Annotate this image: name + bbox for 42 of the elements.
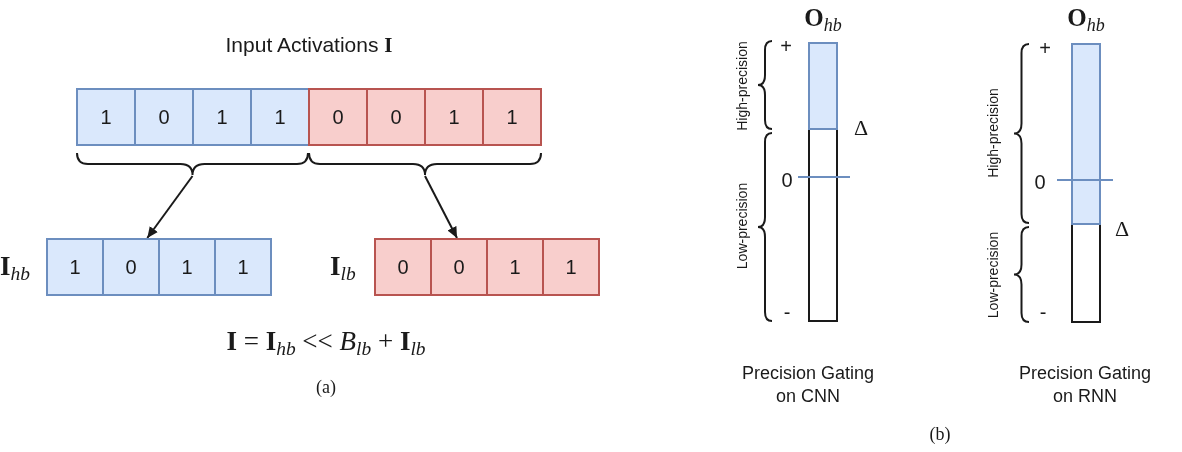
curly-brace xyxy=(76,152,309,176)
bit-cell: 1 xyxy=(486,238,544,296)
subfigure-label: (a) xyxy=(316,378,336,398)
sign-label: 0 xyxy=(1034,171,1046,193)
bit-cell: 1 xyxy=(158,238,216,296)
sign-label: + xyxy=(1039,37,1051,59)
range-label: High-precision xyxy=(735,41,749,131)
bit-cell: 1 xyxy=(250,88,310,146)
bar-title: O$_{hb}$ xyxy=(804,4,842,32)
bit-cell: 0 xyxy=(308,88,368,146)
threshold-label: Δ xyxy=(1114,216,1130,242)
range-label: High-precision xyxy=(986,88,1000,178)
threshold-label: Δ xyxy=(853,115,869,141)
sign-label: - xyxy=(783,301,791,323)
array-label: I$_{hb}$ xyxy=(0,252,30,282)
bit-cell: 1 xyxy=(46,238,104,296)
sign-label: + xyxy=(780,35,792,57)
subfigure-label: (b) xyxy=(929,425,951,445)
sign-label: 0 xyxy=(781,169,793,191)
bit-cell: 1 xyxy=(214,238,272,296)
arrow xyxy=(146,175,194,239)
bit-cell: 0 xyxy=(366,88,426,146)
sign-label: - xyxy=(1039,301,1047,323)
curly-brace xyxy=(308,152,542,176)
bit-cell: 0 xyxy=(134,88,194,146)
panel-caption: Precision Gating on RNN xyxy=(1017,361,1153,408)
bit-cell: 0 xyxy=(430,238,488,296)
array-label: I$_{lb}$ xyxy=(330,252,356,282)
bit-cell: 1 xyxy=(424,88,484,146)
range-label: Low-precision xyxy=(986,231,1000,319)
arrow xyxy=(424,175,458,239)
panel-caption: Precision Gating on CNN xyxy=(740,361,876,408)
bar-title: O$_{hb}$ xyxy=(1067,4,1105,32)
bit-cell: 1 xyxy=(542,238,600,296)
bit-cell: 1 xyxy=(482,88,542,146)
bit-cell: 0 xyxy=(102,238,160,296)
bit-cell: 1 xyxy=(192,88,252,146)
range-label: Low-precision xyxy=(735,182,749,270)
formula: I = I$_{hb}$ << B$_{lb}$ + I$_{lb}$ xyxy=(226,327,426,357)
bit-cell: 1 xyxy=(76,88,136,146)
bit-cell: 0 xyxy=(374,238,432,296)
array-title: Input Activations I xyxy=(225,33,393,58)
